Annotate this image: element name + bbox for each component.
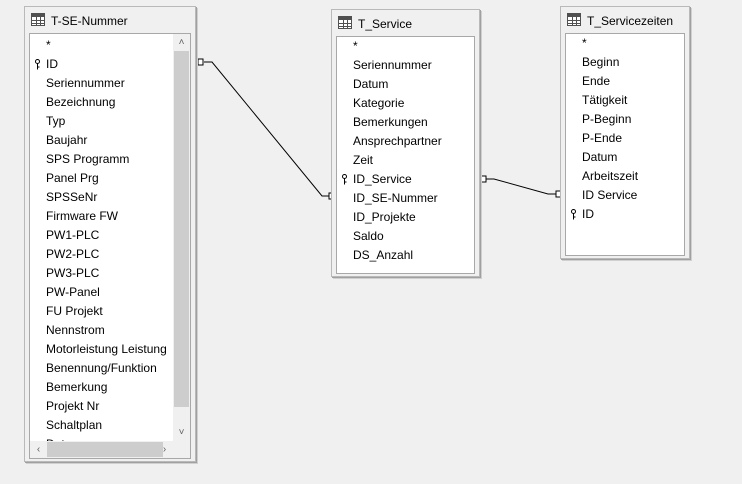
chevron-left-icon[interactable]: ‹ — [36, 444, 41, 455]
chevron-down-icon[interactable]: ˅ — [178, 427, 185, 438]
field-item[interactable]: Bemerkung — [46, 380, 108, 394]
table-titlebar[interactable]: T_Service — [336, 14, 475, 34]
field-list[interactable]: * ID Seriennummer Bezeichnung Typ Baujah… — [29, 33, 191, 459]
table-title: T_Service — [358, 17, 413, 31]
field-item[interactable]: DS_Anzahl — [353, 248, 414, 262]
field-item[interactable]: Motorleistung Leistung — [46, 342, 167, 356]
field-item[interactable]: Schaltplan — [46, 418, 103, 432]
field-list[interactable]: * Seriennummer Datum Kategorie Bemerkung… — [336, 36, 475, 274]
field-item[interactable]: Tätigkeit — [582, 93, 628, 107]
field-list[interactable]: * Beginn Ende Tätigkeit P-Beginn P-Ende … — [565, 33, 685, 256]
chevron-up-icon[interactable]: ˄ — [178, 37, 185, 48]
field-item[interactable]: PW2-PLC — [46, 247, 100, 261]
field-item[interactable]: Baujahr — [46, 133, 88, 147]
key-icon — [35, 59, 40, 70]
field-item[interactable]: Arbeitszeit — [582, 169, 639, 183]
field-item[interactable]: Nennstrom — [46, 323, 105, 337]
field-item[interactable]: SPS Programm — [46, 152, 130, 166]
field-item-key[interactable]: ID_Service — [337, 170, 412, 189]
field-item[interactable]: ID_Projekte — [353, 210, 416, 224]
relation-tse-to-service[interactable] — [197, 58, 335, 200]
table-titlebar[interactable]: T_Servicezeiten — [565, 11, 685, 31]
relation-end-tse — [197, 58, 204, 66]
field-item[interactable]: P-Beginn — [582, 112, 632, 126]
field-item[interactable]: Kategorie — [353, 96, 405, 110]
field-item[interactable]: Panel Prg — [46, 171, 99, 185]
field-item[interactable]: Zeit — [353, 153, 374, 167]
relation-service-to-servicezeiten[interactable] — [480, 175, 562, 198]
field-item[interactable]: Projekt Nr — [46, 399, 100, 413]
field-item-key[interactable]: ID — [566, 205, 594, 224]
table-window-t-se-nummer[interactable]: T-SE-Nummer * ID Seriennummer Bezeichnun… — [24, 6, 196, 462]
field-item[interactable]: * — [46, 38, 51, 52]
field-item[interactable]: Saldo — [353, 229, 384, 243]
field-item[interactable]: PW1-PLC — [46, 228, 100, 242]
field-item[interactable]: * — [353, 39, 358, 53]
table-title: T_Servicezeiten — [587, 14, 674, 28]
field-label: ID — [46, 57, 58, 71]
field-item[interactable]: * — [582, 36, 587, 50]
field-item[interactable]: ID_SE-Nummer — [353, 191, 438, 205]
vertical-scrollbar[interactable]: ˄ ˅ — [173, 34, 190, 441]
table-window-t-servicezeiten[interactable]: T_Servicezeiten * Beginn Ende Tätigkeit … — [560, 6, 690, 259]
table-grid-icon — [338, 16, 352, 29]
field-item[interactable]: Datum — [353, 77, 389, 91]
field-item[interactable]: Beginn — [582, 55, 620, 69]
field-label: ID_Service — [353, 172, 412, 186]
field-item[interactable]: Typ — [46, 114, 66, 128]
table-title: T-SE-Nummer — [51, 14, 128, 28]
field-item[interactable]: PW-Panel — [46, 285, 100, 299]
table-grid-icon — [567, 13, 581, 26]
scrollbar-thumb[interactable] — [174, 51, 189, 407]
field-item[interactable]: ID Service — [582, 188, 638, 202]
field-item[interactable]: Datum — [582, 150, 618, 164]
scrollbar-thumb[interactable] — [47, 442, 163, 457]
field-item[interactable]: SPSSeNr — [46, 190, 98, 204]
field-item-key[interactable]: ID — [30, 55, 58, 74]
table-grid-icon — [31, 13, 45, 26]
key-icon — [342, 174, 347, 185]
field-item[interactable]: PW3-PLC — [46, 266, 100, 280]
key-icon — [571, 209, 576, 220]
field-item[interactable]: Ansprechpartner — [353, 134, 442, 148]
chevron-right-icon[interactable]: › — [162, 444, 167, 455]
field-item[interactable]: FU Projekt — [46, 304, 103, 318]
field-item[interactable]: Firmware FW — [46, 209, 118, 223]
field-item[interactable]: Bezeichnung — [46, 95, 116, 109]
field-label: ID — [582, 207, 594, 221]
relation-end-service-b — [480, 175, 487, 183]
field-item[interactable]: Bemerkungen — [353, 115, 428, 129]
table-titlebar[interactable]: T-SE-Nummer — [29, 11, 191, 31]
field-item[interactable]: Seriennummer — [46, 76, 125, 90]
field-item[interactable]: Seriennummer — [353, 58, 432, 72]
field-item[interactable]: Benennung/Funktion — [46, 361, 157, 375]
field-item[interactable]: Ende — [582, 74, 611, 88]
horizontal-scrollbar[interactable]: ‹ › — [30, 441, 190, 458]
field-item[interactable]: P-Ende — [582, 131, 623, 145]
table-window-t-service[interactable]: T_Service * Seriennummer Datum Kategorie… — [331, 9, 480, 277]
